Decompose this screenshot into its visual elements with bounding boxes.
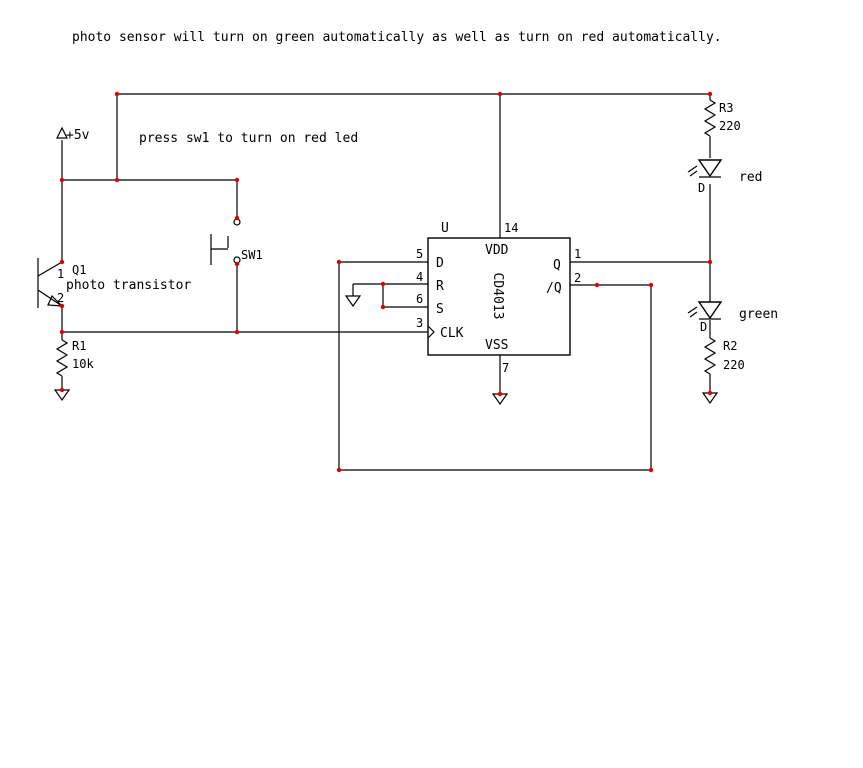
junction-dot: [380, 304, 386, 310]
junction-dot: [234, 215, 240, 221]
power-5v: +5v: [56, 126, 90, 143]
led-green-ray-2: [689, 311, 698, 318]
ic-pin-vss-name: VSS: [485, 338, 508, 353]
ic-pin-clk-name: CLK: [440, 326, 464, 341]
wires: [61, 93, 711, 471]
led-green-ref: D: [700, 320, 707, 334]
r1-zigzag: [55, 339, 69, 377]
led-green-triangle-icon: [697, 301, 723, 320]
junction-dot: [59, 329, 65, 335]
junction-dot: [59, 303, 65, 309]
r2-value: 220: [723, 358, 745, 372]
r1-ref: R1: [72, 339, 86, 353]
sw1-ref: SW1: [241, 248, 263, 262]
junction-dot: [336, 467, 342, 473]
junction-dot: [648, 282, 654, 288]
q1-emitter-leg: [37, 289, 63, 307]
junction-dot: [114, 177, 120, 183]
led-red-ray-2: [689, 170, 698, 177]
led-red: D red: [687, 159, 762, 195]
led-green: D green: [687, 301, 778, 334]
r2-zigzag: [703, 337, 717, 375]
junction-dot: [59, 387, 65, 393]
led-red-triangle-icon: [697, 159, 723, 178]
junction-dot: [336, 259, 342, 265]
led-red-ray-1: [687, 165, 698, 173]
junction-dot: [594, 282, 600, 288]
ic-pin-vdd-num: 14: [504, 221, 518, 235]
ic-pin-d-name: D: [436, 256, 444, 271]
ic-pin-d-num: 5: [416, 247, 423, 261]
q1-pin1: 1: [57, 267, 64, 281]
ic-pin-q-name: Q: [553, 258, 561, 273]
ic-pin-r-name: R: [436, 279, 444, 294]
ic-pin-qn-name: /Q: [546, 281, 562, 296]
q1-desc: photo transistor: [66, 278, 191, 293]
led-green-ray-1: [687, 306, 698, 314]
rs-ground-icon: [344, 295, 362, 308]
junction-dot: [648, 467, 654, 473]
junction-dot: [497, 391, 503, 397]
power-label: +5v: [66, 128, 90, 143]
sw1-pushbutton[interactable]: SW1: [210, 218, 263, 265]
junction-dot: [234, 261, 240, 267]
q1-pin2: 2: [57, 291, 64, 305]
power-arrow-icon: [56, 126, 68, 139]
ic-pin-clk-num: 3: [416, 316, 423, 330]
ic-pin-r-num: 4: [416, 270, 423, 284]
r1-value: 10k: [72, 357, 94, 371]
ic-pin-vss-num: 7: [502, 361, 509, 375]
ic-cd4013: U CD4013 14 VDD 7 VSS 5 D 4 R 6 S 3 CLK …: [416, 221, 581, 375]
r3-zigzag: [703, 99, 717, 137]
led-red-label: red: [739, 170, 762, 185]
ic-ref: U: [441, 221, 449, 236]
junction-dot: [114, 91, 120, 97]
junction-dot: [59, 177, 65, 183]
led-green-label: green: [739, 307, 778, 322]
ic-body: [427, 237, 571, 356]
r3-resistor: R3 220: [703, 99, 741, 137]
junction-dot: [707, 390, 713, 396]
note-top: photo sensor will turn on green automati…: [72, 30, 722, 45]
note-switch: press sw1 to turn on red led: [139, 131, 358, 146]
ic-pin-vdd-name: VDD: [485, 243, 509, 258]
junctions: [59, 91, 713, 473]
q1-emitter-arrow-icon: [47, 294, 64, 307]
junction-dot: [59, 259, 65, 265]
ic-pin-q-num: 1: [574, 247, 581, 261]
r2-ref: R2: [723, 339, 737, 353]
ic-pin-s-num: 6: [416, 292, 423, 306]
r3-ref: R3: [719, 101, 733, 115]
q1-phototransistor: Q1 photo transistor 1 2: [37, 258, 191, 308]
junction-dot: [234, 177, 240, 183]
led-red-ref: D: [698, 181, 705, 195]
r1-resistor: R1 10k: [53, 339, 94, 402]
junction-dot: [707, 259, 713, 265]
q1-ref: Q1: [72, 263, 86, 277]
junction-dot: [497, 91, 503, 97]
junction-dot: [234, 329, 240, 335]
junction-dot: [380, 281, 386, 287]
ic-pin-s-name: S: [436, 302, 444, 317]
ic-part: CD4013: [490, 273, 505, 320]
r3-value: 220: [719, 119, 741, 133]
q1-collector-leg: [37, 261, 63, 277]
ic-pin-qn-num: 2: [574, 271, 581, 285]
r2-resistor: R2 220: [703, 337, 745, 375]
ic-clock-triangle-icon: [427, 325, 435, 339]
junction-dot: [707, 91, 713, 97]
